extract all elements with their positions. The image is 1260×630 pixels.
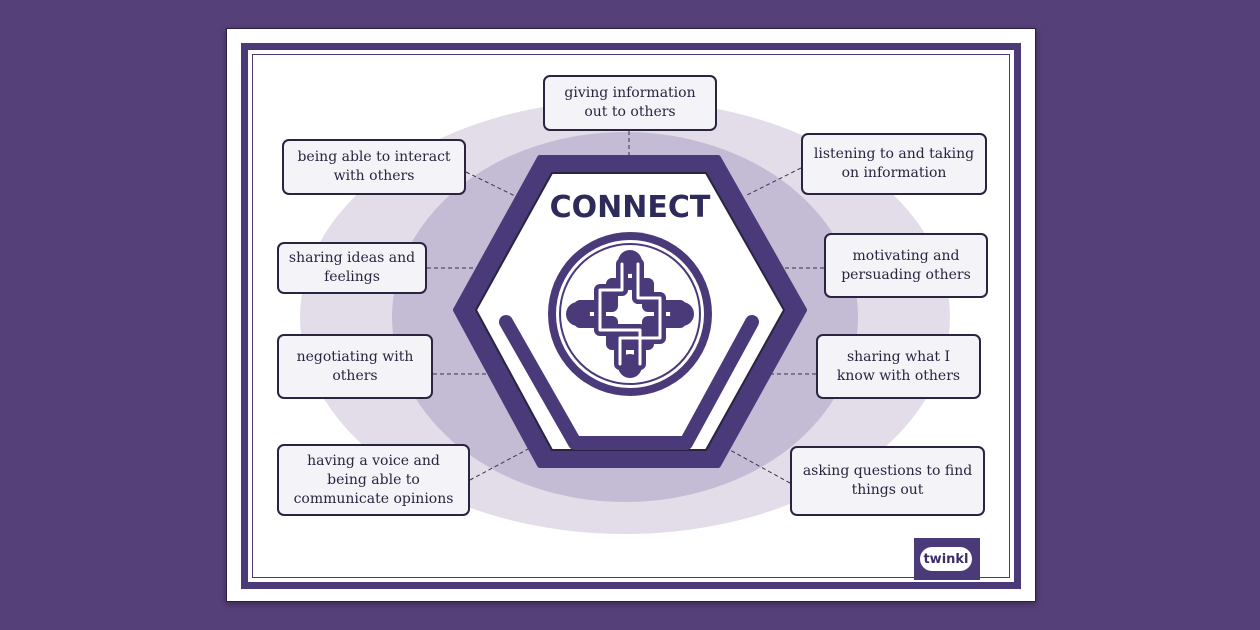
skill-box-listening: listening to and taking on information: [801, 133, 987, 195]
interlocking-knot-icon: [548, 232, 712, 396]
connector-line: [469, 447, 531, 481]
connector-lines: [427, 131, 824, 484]
skill-box-having-a-voice: having a voice and being able to communi…: [277, 444, 470, 516]
twinkl-logo[interactable]: twinkl: [914, 538, 980, 580]
connector-line: [744, 167, 802, 197]
skill-box-negotiating: negotiating with others: [277, 334, 433, 399]
skill-box-interact-with-others: being able to interact with others: [282, 139, 466, 195]
connector-line: [729, 449, 791, 484]
skill-box-sharing-what-i-know: sharing what I know with others: [816, 334, 981, 399]
poster-frame-inner: [252, 54, 1010, 578]
connector-line: [465, 171, 516, 197]
hexagon-chevron: [499, 315, 759, 450]
skill-box-motivating: motivating and persuading others: [824, 233, 988, 298]
twinkl-logo-text: twinkl: [920, 547, 972, 571]
skill-box-asking-questions: asking questions to find things out: [790, 446, 985, 516]
skill-box-sharing-ideas: sharing ideas and feelings: [277, 242, 427, 294]
poster-frame: [241, 43, 1021, 589]
skill-box-giving-information: giving information out to others: [543, 75, 717, 131]
poster-title: CONNECT: [550, 190, 711, 225]
